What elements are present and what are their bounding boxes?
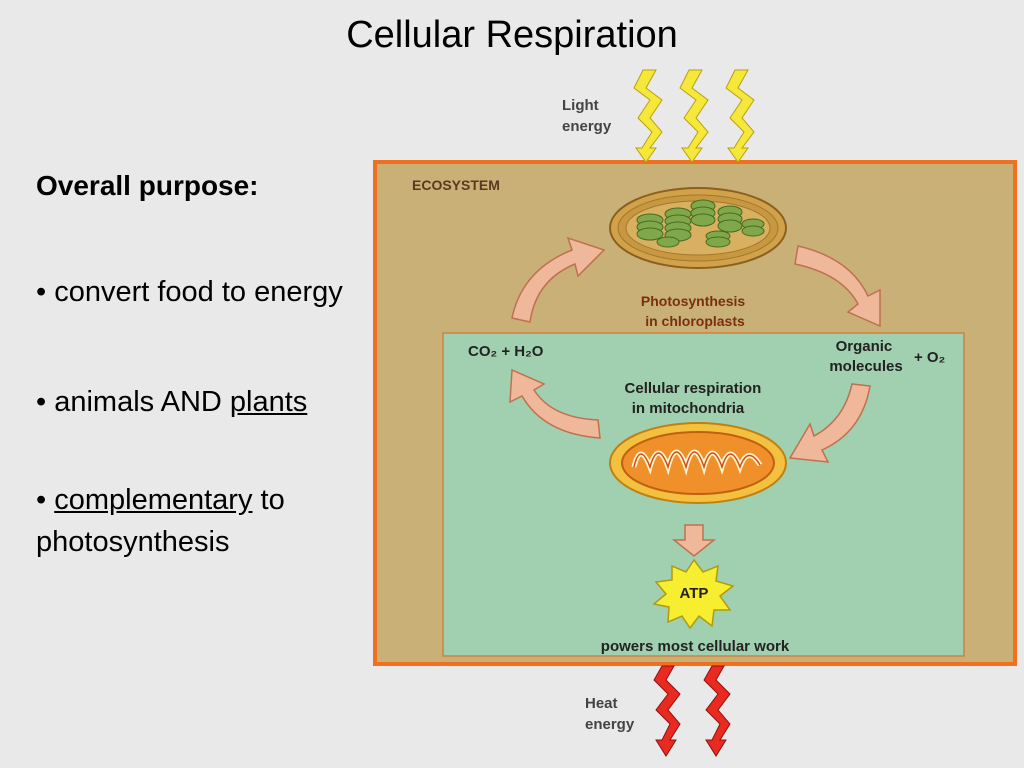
- heat-energy-label-1: Heat: [585, 695, 618, 712]
- respiration-label-1: Cellular respiration: [625, 380, 762, 397]
- heat-energy-bolts: [653, 665, 731, 757]
- light-energy-label-2: energy: [562, 118, 612, 135]
- bullet-animals-plants: • animals AND plants: [36, 386, 307, 419]
- heat-energy-label-2: energy: [585, 716, 635, 733]
- respiration-label-2: in mitochondria: [632, 400, 745, 417]
- light-bolt-3: [725, 69, 755, 163]
- organic-label-2: molecules: [829, 358, 902, 375]
- atp-label: ATP: [680, 585, 709, 602]
- bullet2-underlined: plants: [229, 386, 308, 418]
- photosynthesis-label-2: in chloroplasts: [645, 313, 745, 329]
- svg-text:Organic molecules: Organic molecules: [829, 338, 902, 375]
- photosynthesis-label-1: Photosynthesis: [641, 293, 745, 309]
- mitochondrion: [609, 422, 787, 504]
- light-energy-bolts: [633, 69, 755, 163]
- arrow-to-atp: [671, 524, 717, 557]
- heat-bolt-1: [653, 665, 681, 757]
- svg-text:Heat energy: Heat energy: [585, 695, 635, 733]
- arrow-to-organic: [794, 245, 881, 328]
- light-bolt-1: [633, 69, 663, 163]
- chloroplast: [609, 187, 787, 269]
- arrow-to-co2: [509, 368, 601, 439]
- bullet-complementary: • complementary to photosynthesis: [36, 479, 376, 563]
- atp-starburst: [652, 558, 735, 630]
- bullet3-prefix: •: [36, 484, 55, 516]
- light-energy-label-1: Light: [562, 97, 599, 114]
- bullet3-suffix: to photosynthesis: [36, 484, 285, 559]
- ecosystem-label: ECOSYSTEM: [412, 177, 500, 193]
- svg-text:Cellular respiration in mi: Cellular respiration in mitochondria: [625, 380, 766, 417]
- powers-label: powers most cellular work: [601, 638, 790, 655]
- bullet-convert-food: • convert food to energy: [36, 276, 343, 308]
- o2-label: + O₂: [914, 349, 945, 366]
- heat-bolt-2: [703, 665, 731, 757]
- overall-purpose-heading: Overall purpose:: [36, 170, 259, 201]
- arrow-to-respiration: [788, 383, 871, 463]
- bullet3-underlined: complementary: [54, 484, 253, 516]
- organic-label-1: Organic: [836, 338, 893, 355]
- slide-title: Cellular Respiration: [346, 14, 678, 56]
- svg-text:Photosynthesis in chloropl: Photosynthesis in chloroplasts: [641, 293, 749, 329]
- bullet2-text: • animals AND: [36, 386, 230, 418]
- light-bolt-2: [679, 69, 709, 163]
- svg-text:Light energy: Light energy: [562, 97, 612, 135]
- arrow-to-photosynthesis: [511, 236, 606, 323]
- co2-h2o-label: CO₂ + H₂O: [468, 343, 544, 360]
